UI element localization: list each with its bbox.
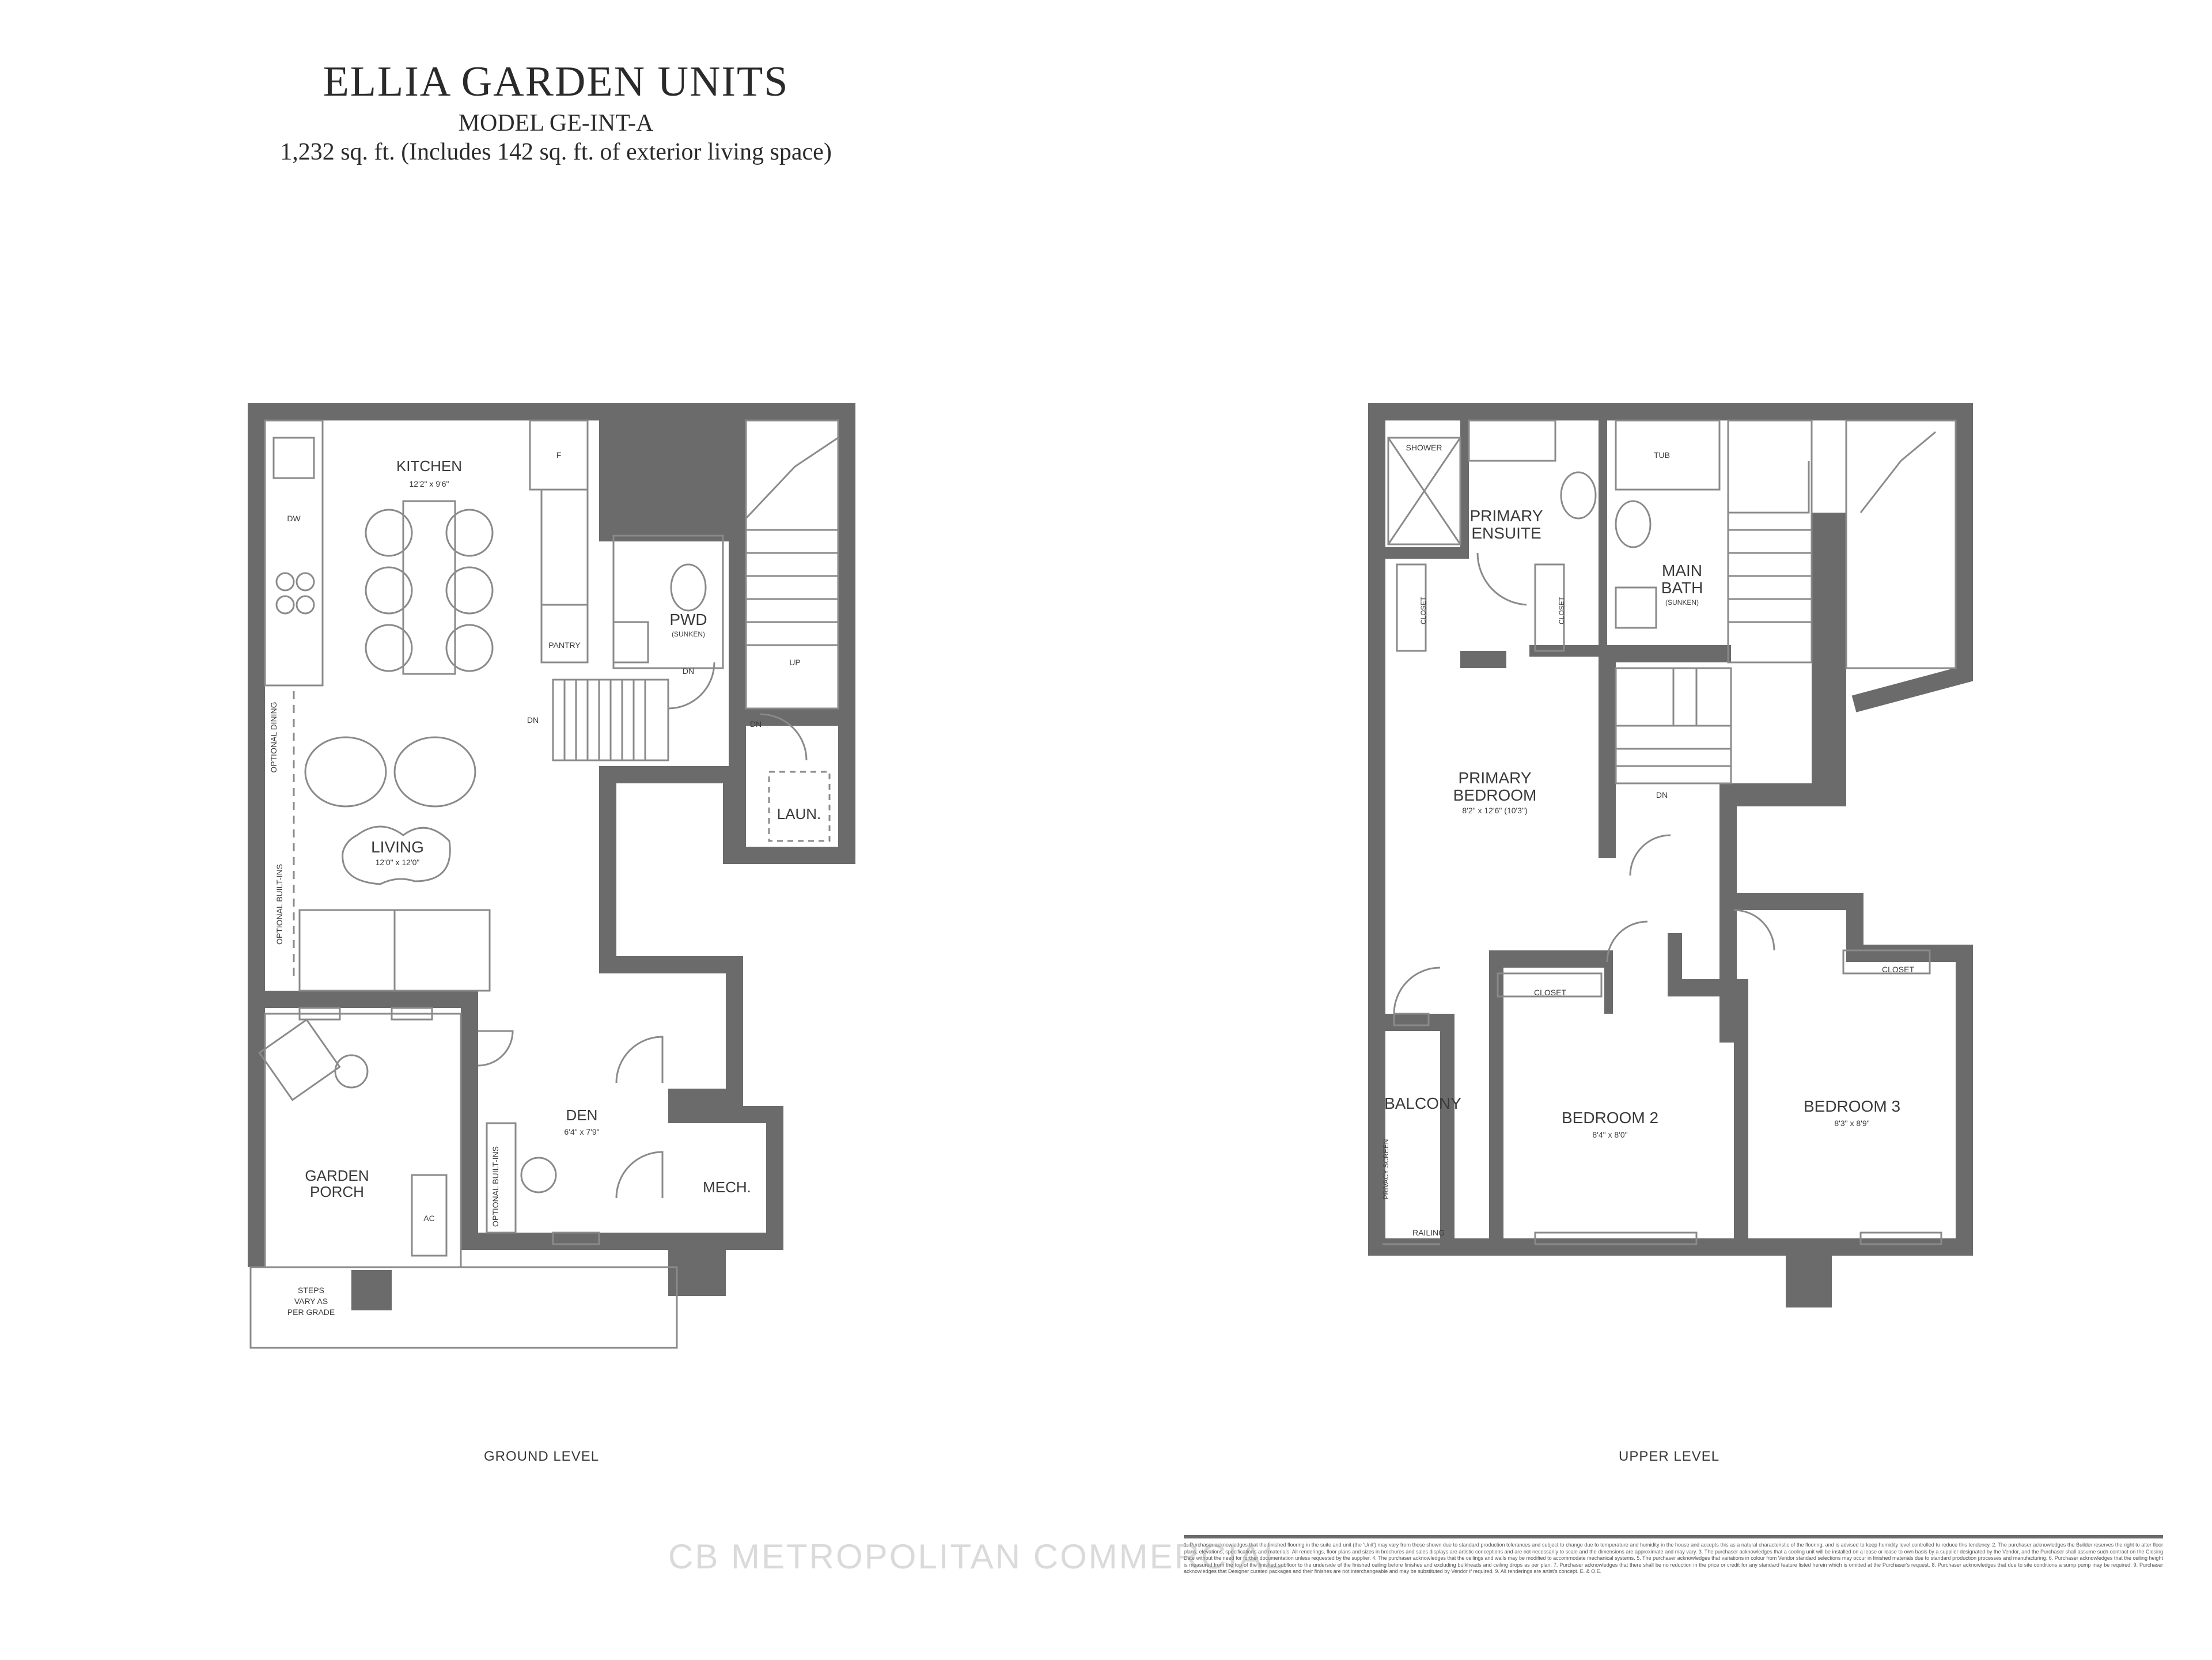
laundry-label: LAUN. — [777, 805, 821, 823]
stair-dn-label: DN — [527, 715, 539, 725]
primary-ensuite-label-2: ENSUITE — [1471, 524, 1541, 542]
primary-bedroom-label-2: BEDROOM — [1453, 786, 1537, 804]
watermark: CB METROPOLITAN COMMERCIAL — [668, 1537, 1285, 1576]
upper-fixtures — [1382, 419, 1957, 1245]
living-label: LIVING — [371, 838, 424, 856]
bedroom-3-label: BEDROOM 3 — [1804, 1097, 1900, 1115]
fridge-label: F — [556, 450, 562, 460]
stair-up-label: UP — [789, 658, 800, 667]
optional-built-ins-label: OPTIONAL BUILT-INS — [275, 864, 284, 945]
bedroom-2-label: BEDROOM 2 — [1562, 1109, 1658, 1127]
upper-labels: SHOWER TUB PRIMARY ENSUITE MAIN BATH (SU… — [1382, 443, 1914, 1237]
optional-dining-label: OPTIONAL DINING — [269, 702, 278, 772]
porch-label: PORCH — [310, 1183, 364, 1200]
plan-title: ELLIA GARDEN UNITS — [323, 58, 789, 105]
living-dim: 12'0" x 12'0" — [376, 858, 420, 867]
kitchen-dim: 12'2" x 9'6" — [410, 479, 449, 488]
bedroom-3-dim: 8'3" x 8'9" — [1834, 1119, 1869, 1128]
main-bath-label-1: MAIN — [1662, 562, 1702, 579]
upper-level-plan: SHOWER TUB PRIMARY ENSUITE MAIN BATH (SU… — [1368, 403, 1974, 1307]
closet-label-bedroom-3: CLOSET — [1882, 965, 1914, 974]
privacy-screen-label: PRIVACY SCREEN — [1382, 1139, 1390, 1200]
main-bath-label-2: BATH — [1661, 579, 1703, 597]
pwd-note: (SUNKEN) — [672, 630, 705, 638]
den-built-ins-label: OPTIONAL BUILT-INS — [491, 1146, 500, 1227]
closet-label-bedroom-2: CLOSET — [1534, 988, 1566, 997]
primary-bedroom-label-1: PRIMARY — [1458, 769, 1531, 787]
steps-label-1: STEPS — [298, 1286, 324, 1295]
upper-walls — [1368, 403, 1974, 1307]
bedroom-2-dim: 8'4" x 8'0" — [1592, 1130, 1627, 1139]
railing-label: RAILING — [1412, 1228, 1445, 1237]
pantry-label: PANTRY — [548, 640, 581, 650]
balcony-label: BALCONY — [1384, 1094, 1461, 1112]
mech-label: MECH. — [703, 1178, 751, 1196]
pwd-label: PWD — [669, 611, 707, 628]
steps-label-3: PER GRADE — [287, 1307, 335, 1317]
closet-label-ensuite-right: CLOSET — [1558, 596, 1566, 624]
upper-level-caption: UPPER LEVEL — [1619, 1449, 1720, 1464]
den-dim: 6'4" x 7'9" — [564, 1127, 599, 1136]
disclaimer: 1. Purchaser acknowledges that the finis… — [1184, 1535, 2163, 1575]
steps-label-2: VARY AS — [294, 1297, 328, 1306]
main-bath-note: (SUNKEN) — [1665, 598, 1699, 607]
ground-level-caption: GROUND LEVEL — [484, 1449, 600, 1464]
ground-labels: KITCHEN 12'2" x 9'6" DW F PANTRY PWD (SU… — [269, 450, 821, 1317]
tub-label: TUB — [1654, 450, 1670, 460]
ground-walls — [248, 403, 855, 1310]
closet-label-ensuite-left: CLOSET — [1419, 596, 1427, 624]
primary-ensuite-label-1: PRIMARY — [1469, 507, 1543, 525]
garden-label: GARDEN — [305, 1167, 369, 1184]
den-label: DEN — [566, 1106, 598, 1124]
shower-label: SHOWER — [1406, 443, 1442, 452]
ground-level-plan: KITCHEN 12'2" x 9'6" DW F PANTRY PWD (SU… — [248, 403, 855, 1349]
area-note: 1,232 sq. ft. (Includes 142 sq. ft. of e… — [280, 139, 832, 165]
pwd-dn-label: DN — [683, 666, 694, 676]
dw-label: DW — [287, 514, 301, 523]
kitchen-label: KITCHEN — [396, 457, 462, 475]
ground-fixtures — [249, 419, 839, 1349]
primary-bedroom-dim: 8'2" x 12'6" (10'3") — [1462, 806, 1527, 815]
ac-label: AC — [423, 1214, 434, 1223]
model-name: MODEL GE-INT-A — [458, 110, 654, 137]
upper-dn-label: DN — [1656, 790, 1668, 799]
right-dn-label: DN — [750, 719, 762, 729]
